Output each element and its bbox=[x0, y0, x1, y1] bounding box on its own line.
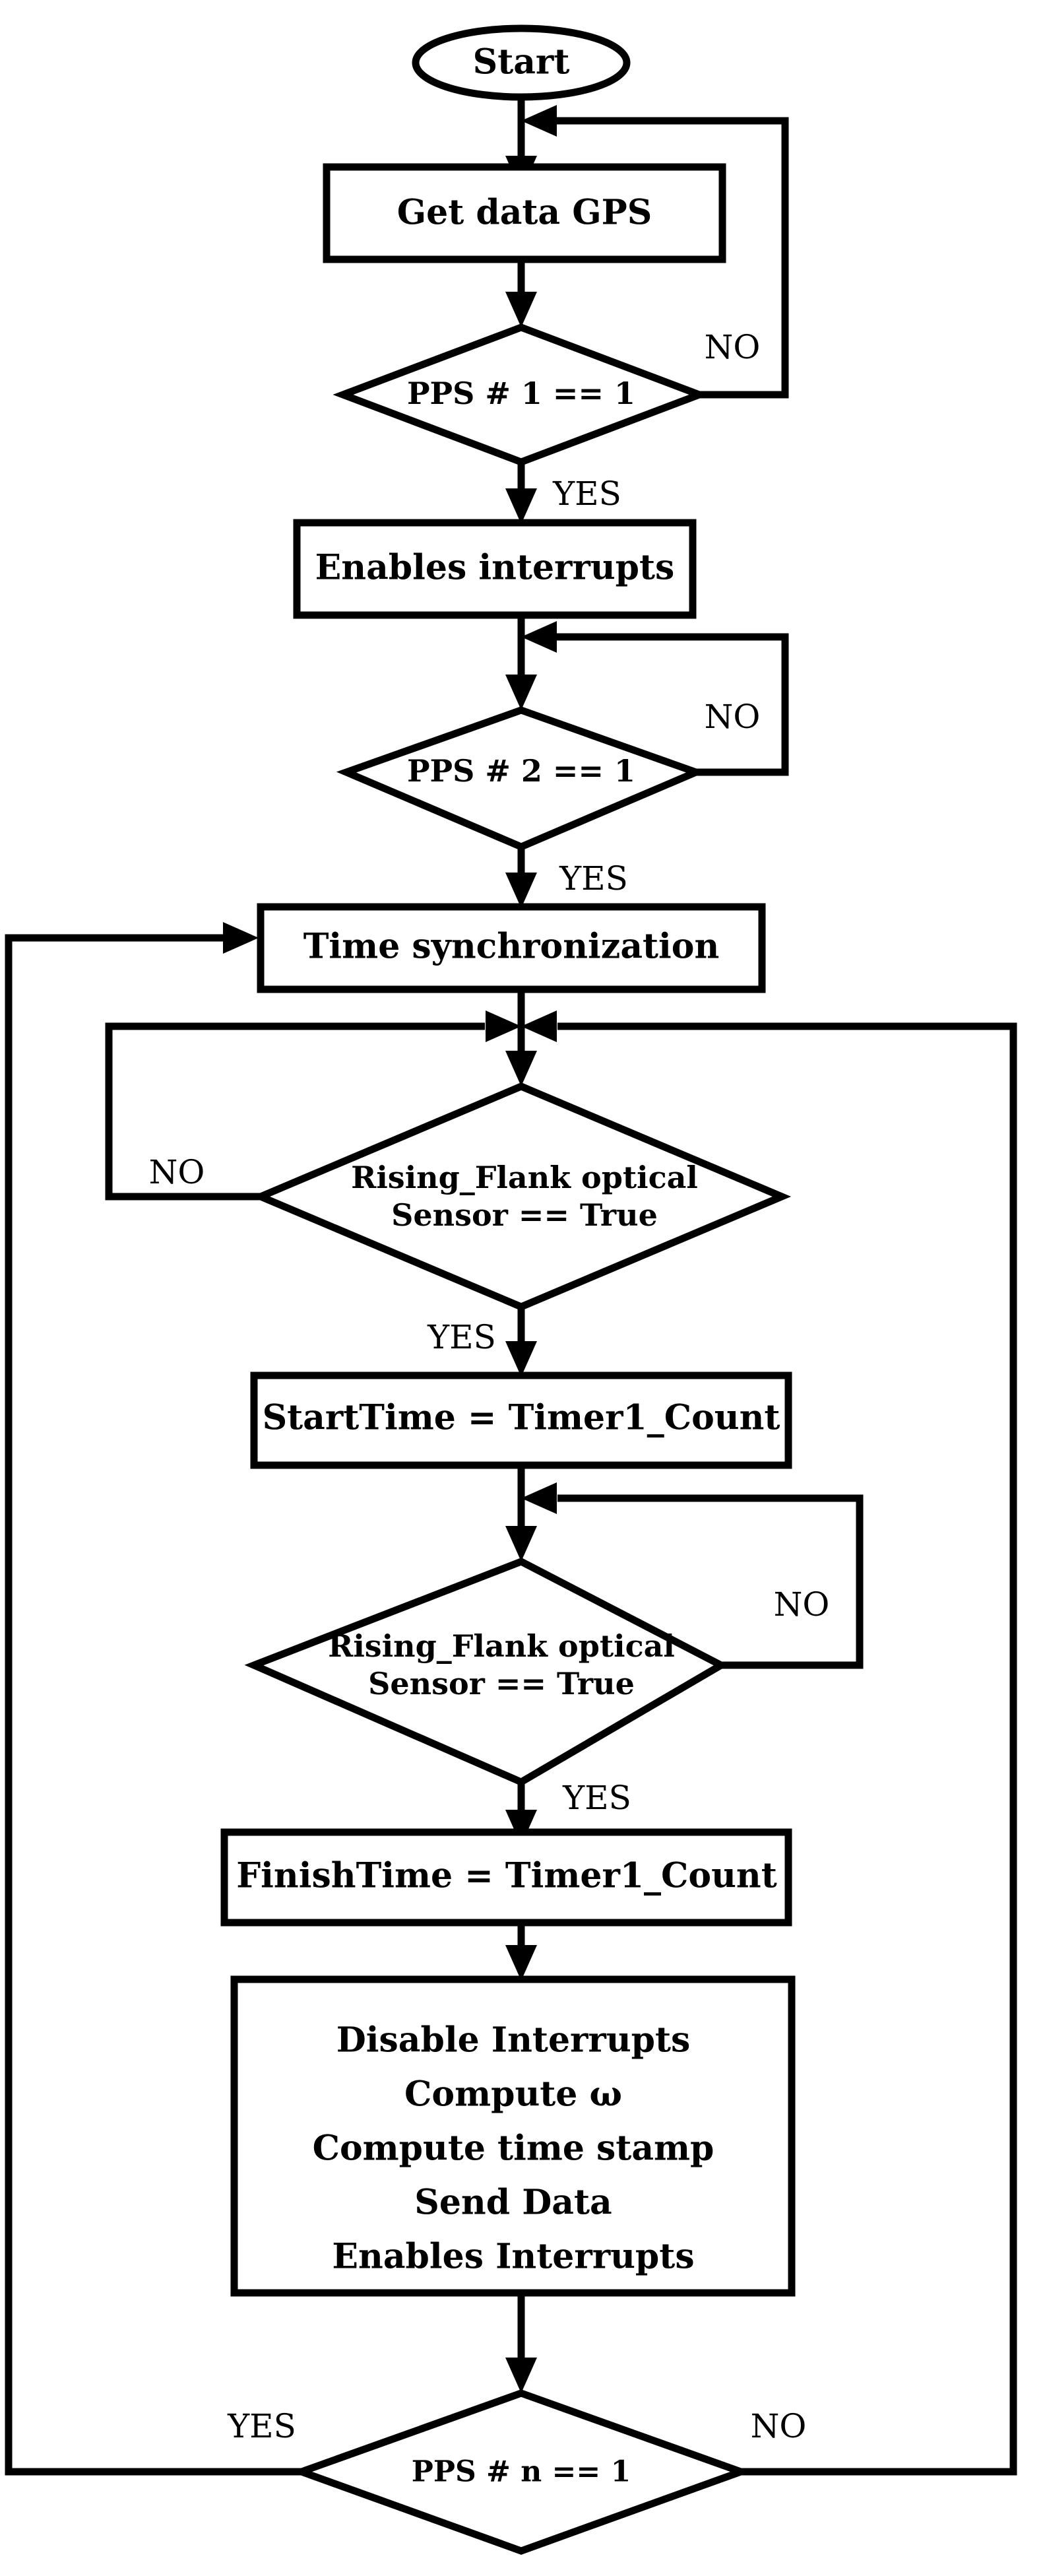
node-time-synchronization[interactable] bbox=[257, 903, 766, 993]
arrowhead-ppsn-no-loop bbox=[521, 1010, 557, 1042]
arrowhead-compute-to-ppsn bbox=[505, 2358, 537, 2393]
node-pps2-label: PPS # 2 == 1 bbox=[407, 753, 635, 789]
arrowhead-ppsn-yes-loop bbox=[223, 922, 259, 954]
arrowhead-starttime-to-rising2 bbox=[505, 1526, 537, 1562]
edge-label-ppsn-yes: YES bbox=[227, 2407, 296, 2445]
arrowhead-pps1-yes bbox=[505, 488, 537, 524]
node-rising-flank-1-label-line2: Sensor == True bbox=[391, 1197, 658, 1233]
node-get-data-gps-label: Get data GPS bbox=[397, 193, 652, 233]
edge-label-pps1-no: NO bbox=[705, 328, 761, 366]
edge-label-pps2-yes: YES bbox=[559, 859, 628, 898]
node-pps1-label: PPS # 1 == 1 bbox=[407, 376, 635, 411]
arrowhead-pps2-no-loop bbox=[521, 621, 557, 653]
node-enables-interrupts[interactable] bbox=[293, 519, 697, 619]
node-rising-flank-1-decision[interactable] bbox=[251, 1082, 792, 1311]
edge-pps2-no-loop bbox=[536, 633, 789, 776]
edge-label-pps1-yes: YES bbox=[552, 475, 621, 513]
edge-ppsn-yes-loop bbox=[5, 934, 301, 2476]
arrowhead-timesync-to-rising1 bbox=[505, 1051, 537, 1086]
node-starttime-label: StartTime = Timer1_Count bbox=[263, 1398, 780, 1438]
arrowhead-rising1-no-loop bbox=[486, 1010, 521, 1042]
node-ppsn-decision[interactable] bbox=[290, 2389, 752, 2555]
node-ppsn-label: PPS # n == 1 bbox=[412, 2455, 631, 2489]
arrowhead-rising1-yes bbox=[505, 1341, 537, 1377]
node-compute-block-line-4: Send Data bbox=[414, 2183, 612, 2223]
edge-label-rising2-no: NO bbox=[774, 1585, 830, 1624]
edge-pps1-no-loop bbox=[536, 117, 789, 399]
node-starttime[interactable] bbox=[250, 1371, 792, 1469]
node-rising-flank-2-label-line1: Rising_Flank optical bbox=[328, 1628, 675, 1664]
edge-label-rising1-yes: YES bbox=[427, 1318, 496, 1356]
arrowhead-getgps-to-pps1 bbox=[505, 292, 537, 327]
edge-label-pps2-no: NO bbox=[705, 698, 761, 736]
node-rising-flank-1-label-line1: Rising_Flank optical bbox=[351, 1160, 698, 1195]
node-finishtime-label: FinishTime = Timer1_Count bbox=[236, 1856, 776, 1896]
node-start-label: Start bbox=[473, 42, 570, 83]
edge-ppsn-no-loop bbox=[557, 1022, 1017, 2476]
node-pps2-decision[interactable] bbox=[336, 706, 707, 851]
node-rising-flank-2-label-line2: Sensor == True bbox=[368, 1666, 635, 1701]
node-compute-block[interactable] bbox=[230, 1975, 796, 2297]
node-compute-block-line-3: Compute time stamp bbox=[313, 2129, 714, 2169]
node-enables-interrupts-label: Enables interrupts bbox=[315, 548, 675, 588]
edge-label-ppsn-no: NO bbox=[751, 2407, 807, 2445]
node-compute-block-line-2: Compute ω bbox=[404, 2074, 622, 2115]
edge-rising1-no-loop bbox=[105, 1022, 485, 1201]
node-compute-block-line-1: Disable Interrupts bbox=[336, 2020, 691, 2061]
edge-label-rising2-yes: YES bbox=[562, 1779, 631, 1817]
node-rising-flank-2-decision[interactable] bbox=[244, 1557, 729, 1787]
node-pps1-decision[interactable] bbox=[332, 323, 710, 466]
node-get-data-gps[interactable] bbox=[323, 163, 726, 263]
node-compute-block-line-5: Enables Interrupts bbox=[332, 2237, 694, 2277]
node-start[interactable] bbox=[412, 24, 631, 101]
edge-label-rising1-no: NO bbox=[149, 1153, 205, 1191]
arrowhead-rising2-yes bbox=[505, 1810, 537, 1845]
node-time-synchronization-label: Time synchronization bbox=[303, 927, 720, 967]
node-finishtime[interactable] bbox=[220, 1828, 792, 1927]
edge-rising2-no-loop bbox=[557, 1494, 864, 1669]
arrowhead-finishtime-to-compute bbox=[505, 1945, 537, 1981]
arrowhead-enableint-to-pps2 bbox=[505, 675, 537, 710]
arrowhead-pps2-yes bbox=[505, 873, 537, 908]
arrowhead-rising2-no-loop bbox=[521, 1482, 557, 1514]
arrowhead-pps1-no-loop bbox=[521, 105, 557, 137]
